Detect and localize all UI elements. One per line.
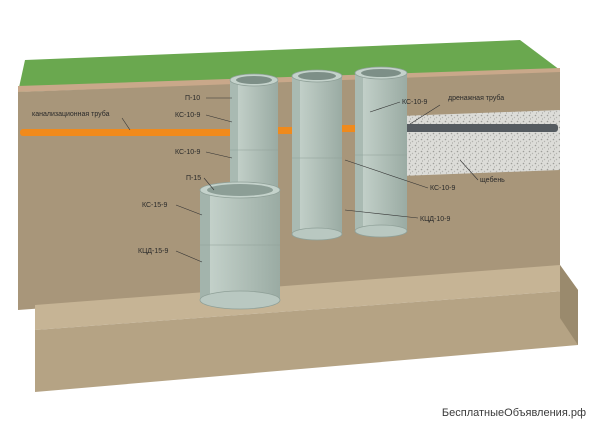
- label-ks15: КС-15-9: [142, 202, 168, 209]
- watermark: БесплатныеОбъявления.рф: [441, 407, 586, 419]
- well-left-upper: [229, 73, 279, 190]
- label-ks10-right-1: КС-10-9: [402, 99, 428, 106]
- label-kcd10: КЦД-10-9: [420, 216, 450, 223]
- drain-pipe: [398, 124, 558, 132]
- well-left-lower: [199, 181, 281, 310]
- foundation-front: [35, 290, 578, 392]
- label-ks10-left-2: КС-10-9: [175, 149, 201, 156]
- soil-bottom-ledge: [35, 265, 578, 330]
- foundation-side: [560, 265, 578, 345]
- label-gravel: щебень: [480, 176, 505, 184]
- sewer-pipe-inlet: [20, 129, 235, 136]
- label-p15: П-15: [186, 175, 201, 182]
- label-drain-pipe: дренажная труба: [448, 94, 504, 102]
- well-middle: [291, 69, 343, 241]
- well-right: [354, 66, 408, 238]
- label-p10: П-10: [185, 95, 200, 102]
- label-ks10-left-1: КС-10-9: [175, 112, 201, 119]
- grass-surface: [18, 40, 560, 92]
- gravel-bed: [400, 110, 560, 176]
- label-ks10-right-2: КС-10-9: [430, 185, 456, 192]
- label-sewer-pipe: канализационная труба: [32, 110, 110, 118]
- grass-edge: [18, 68, 560, 92]
- label-kcd15: КЦД-15-9: [138, 248, 168, 255]
- leader-lines: [121, 97, 479, 263]
